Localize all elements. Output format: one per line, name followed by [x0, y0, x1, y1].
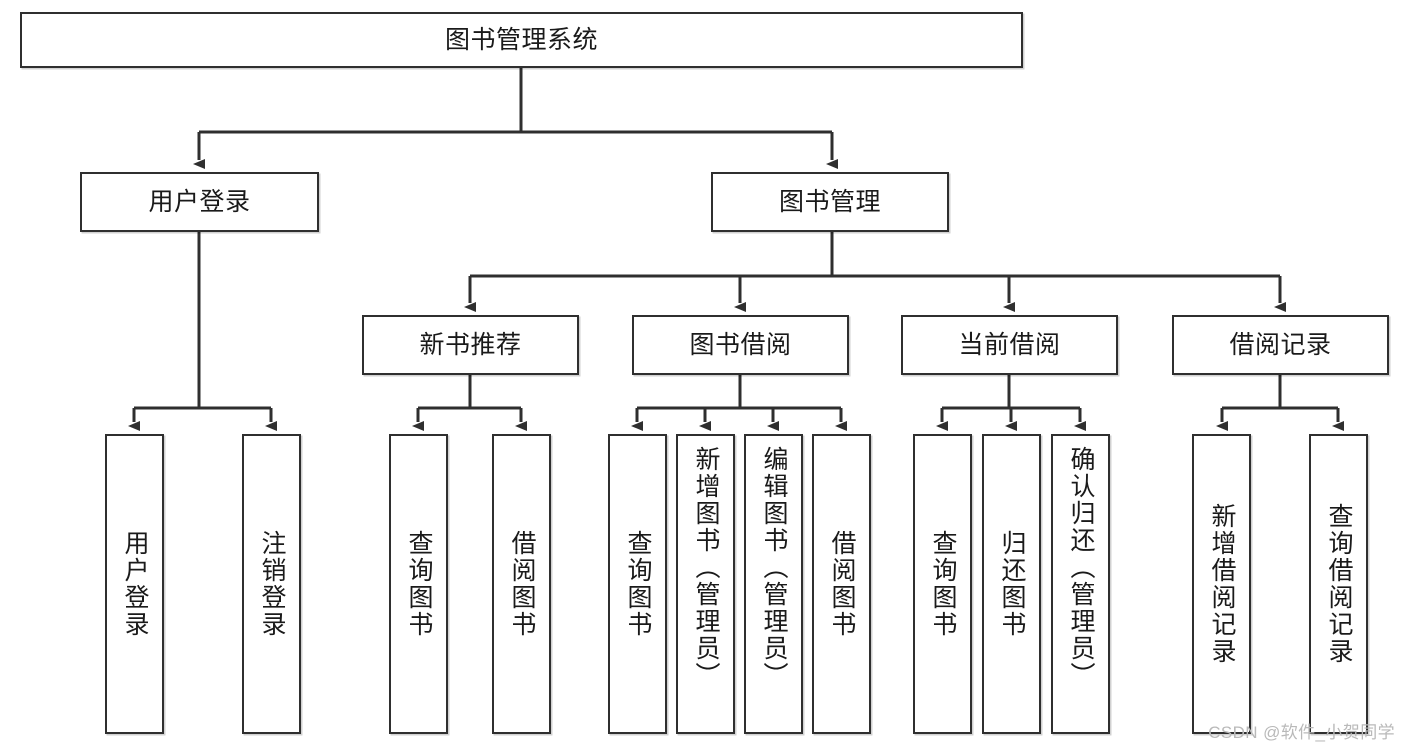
node-leaf-borrow-book-2[interactable]: 借阅图书 [812, 434, 871, 734]
node-leaf-user-login-label: 用户登录 [121, 530, 149, 638]
node-leaf-user-logout-label: 注销登录 [258, 530, 286, 638]
node-user-login[interactable]: 用户登录 [80, 172, 319, 232]
node-leaf-edit-book[interactable]: 编辑图书（管理员） [744, 434, 803, 734]
node-borrow-record-label: 借阅记录 [1229, 330, 1332, 359]
node-leaf-confirm-return-label: 确认归还（管理员） [1067, 446, 1095, 689]
node-leaf-borrow-book-1[interactable]: 借阅图书 [492, 434, 551, 734]
node-leaf-add-book-label: 新增图书（管理员） [692, 446, 720, 689]
node-leaf-query-book-2[interactable]: 查询图书 [608, 434, 667, 734]
node-leaf-query-record-label: 查询借阅记录 [1325, 503, 1353, 665]
node-root[interactable]: 图书管理系统 [20, 12, 1023, 68]
node-leaf-return-book-label: 归还图书 [998, 530, 1026, 638]
node-leaf-add-book[interactable]: 新增图书（管理员） [676, 434, 735, 734]
node-book-borrow-label: 图书借阅 [689, 330, 792, 359]
node-leaf-query-book-1-label: 查询图书 [405, 530, 433, 638]
node-leaf-edit-book-label: 编辑图书（管理员） [760, 446, 788, 689]
node-leaf-query-book-2-label: 查询图书 [624, 530, 652, 638]
node-leaf-return-book[interactable]: 归还图书 [982, 434, 1041, 734]
node-user-login-label: 用户登录 [148, 187, 251, 216]
node-leaf-user-logout[interactable]: 注销登录 [242, 434, 301, 734]
node-new-book-recommend-label: 新书推荐 [419, 330, 522, 359]
node-borrow-record[interactable]: 借阅记录 [1172, 315, 1389, 375]
csdn-watermark: CSDN @软件_小贺同学 [1208, 723, 1395, 742]
node-leaf-query-record[interactable]: 查询借阅记录 [1309, 434, 1368, 734]
node-leaf-query-book-1[interactable]: 查询图书 [389, 434, 448, 734]
node-book-borrow[interactable]: 图书借阅 [632, 315, 849, 375]
node-leaf-borrow-book-2-label: 借阅图书 [828, 530, 856, 638]
node-book-manage-label: 图书管理 [778, 187, 881, 216]
node-new-book-recommend[interactable]: 新书推荐 [362, 315, 579, 375]
node-leaf-query-book-3-label: 查询图书 [929, 530, 957, 638]
node-leaf-add-record-label: 新增借阅记录 [1208, 503, 1236, 665]
node-current-borrow-label: 当前借阅 [958, 330, 1061, 359]
node-leaf-borrow-book-1-label: 借阅图书 [508, 530, 536, 638]
node-leaf-add-record[interactable]: 新增借阅记录 [1192, 434, 1251, 734]
node-leaf-confirm-return[interactable]: 确认归还（管理员） [1051, 434, 1110, 734]
node-current-borrow[interactable]: 当前借阅 [901, 315, 1118, 375]
node-leaf-user-login[interactable]: 用户登录 [105, 434, 164, 734]
node-book-manage[interactable]: 图书管理 [711, 172, 949, 232]
node-root-label: 图书管理系统 [444, 25, 598, 54]
node-leaf-query-book-3[interactable]: 查询图书 [913, 434, 972, 734]
